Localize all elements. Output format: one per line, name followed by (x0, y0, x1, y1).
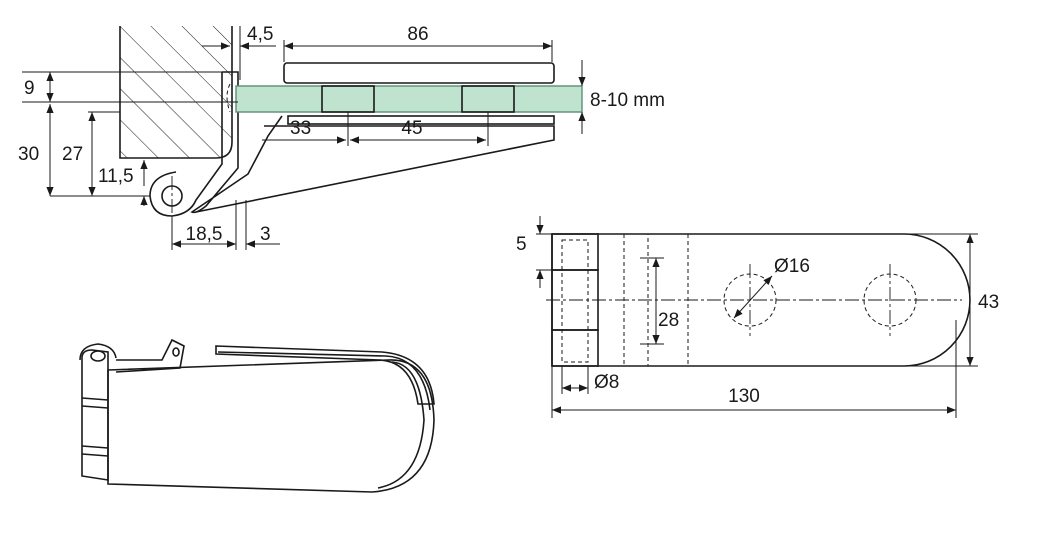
wall-outline (119, 26, 233, 159)
dim-5-label: 5 (516, 234, 527, 255)
glass-panel (235, 85, 583, 113)
dim-27-label: 27 (62, 144, 83, 165)
dim-d16-label: Ø16 (774, 256, 810, 277)
dim-9-label: 9 (24, 78, 35, 99)
iso-top-plate (215, 345, 435, 405)
dim-d8-label: Ø8 (594, 372, 619, 393)
iso-plate-layer-1 (377, 361, 425, 489)
iso-knuckle (81, 349, 109, 481)
support-arm (195, 125, 555, 213)
side-view: 86 4,5 9 30 27 11,5 8-10 mm 33 45 18,5 (18, 24, 665, 250)
dim-4-5-label: 4,5 (247, 24, 273, 45)
iso-hinge-body (107, 359, 435, 493)
dim-86-label: 86 (407, 24, 428, 45)
hidden-groove (226, 83, 231, 113)
iso-knuckle-split (81, 445, 109, 449)
top-clamp-plate (283, 62, 555, 84)
perspective-view (79, 338, 435, 493)
dim-43-label: 43 (978, 292, 999, 313)
dim-33-label: 33 (290, 118, 311, 139)
wall-section (120, 26, 232, 158)
iso-knuckle-split (81, 405, 109, 409)
dim-130-label: 130 (728, 386, 760, 407)
dim-3-label: 3 (260, 224, 271, 245)
iso-knuckle-split (81, 397, 109, 401)
knuckle-bottom (551, 329, 599, 367)
dim-glass-label: 8-10 mm (590, 90, 665, 111)
iso-pivot-head (79, 343, 117, 361)
dim-28-label: 28 (658, 310, 679, 331)
iso-knuckle-split (81, 453, 109, 457)
knuckle-top (551, 233, 599, 271)
dim-18-5-label: 18,5 (186, 224, 223, 245)
bottom-clamp-plate (287, 115, 555, 125)
iso-pivot-hole (90, 350, 106, 362)
dim-30-label: 30 (18, 144, 39, 165)
front-view: Ø16 5 28 43 Ø8 130 (516, 216, 999, 418)
iso-bracket-hole (172, 347, 180, 357)
dim-11-5-label: 11,5 (98, 166, 134, 187)
dim-line-d16 (733, 275, 773, 319)
hinge-knuckle (149, 72, 223, 217)
dim-45-label: 45 (401, 118, 422, 139)
iso-plate-layer-2 (217, 351, 431, 411)
hidden-pin (561, 239, 589, 363)
iso-bracket-tab (115, 338, 185, 373)
